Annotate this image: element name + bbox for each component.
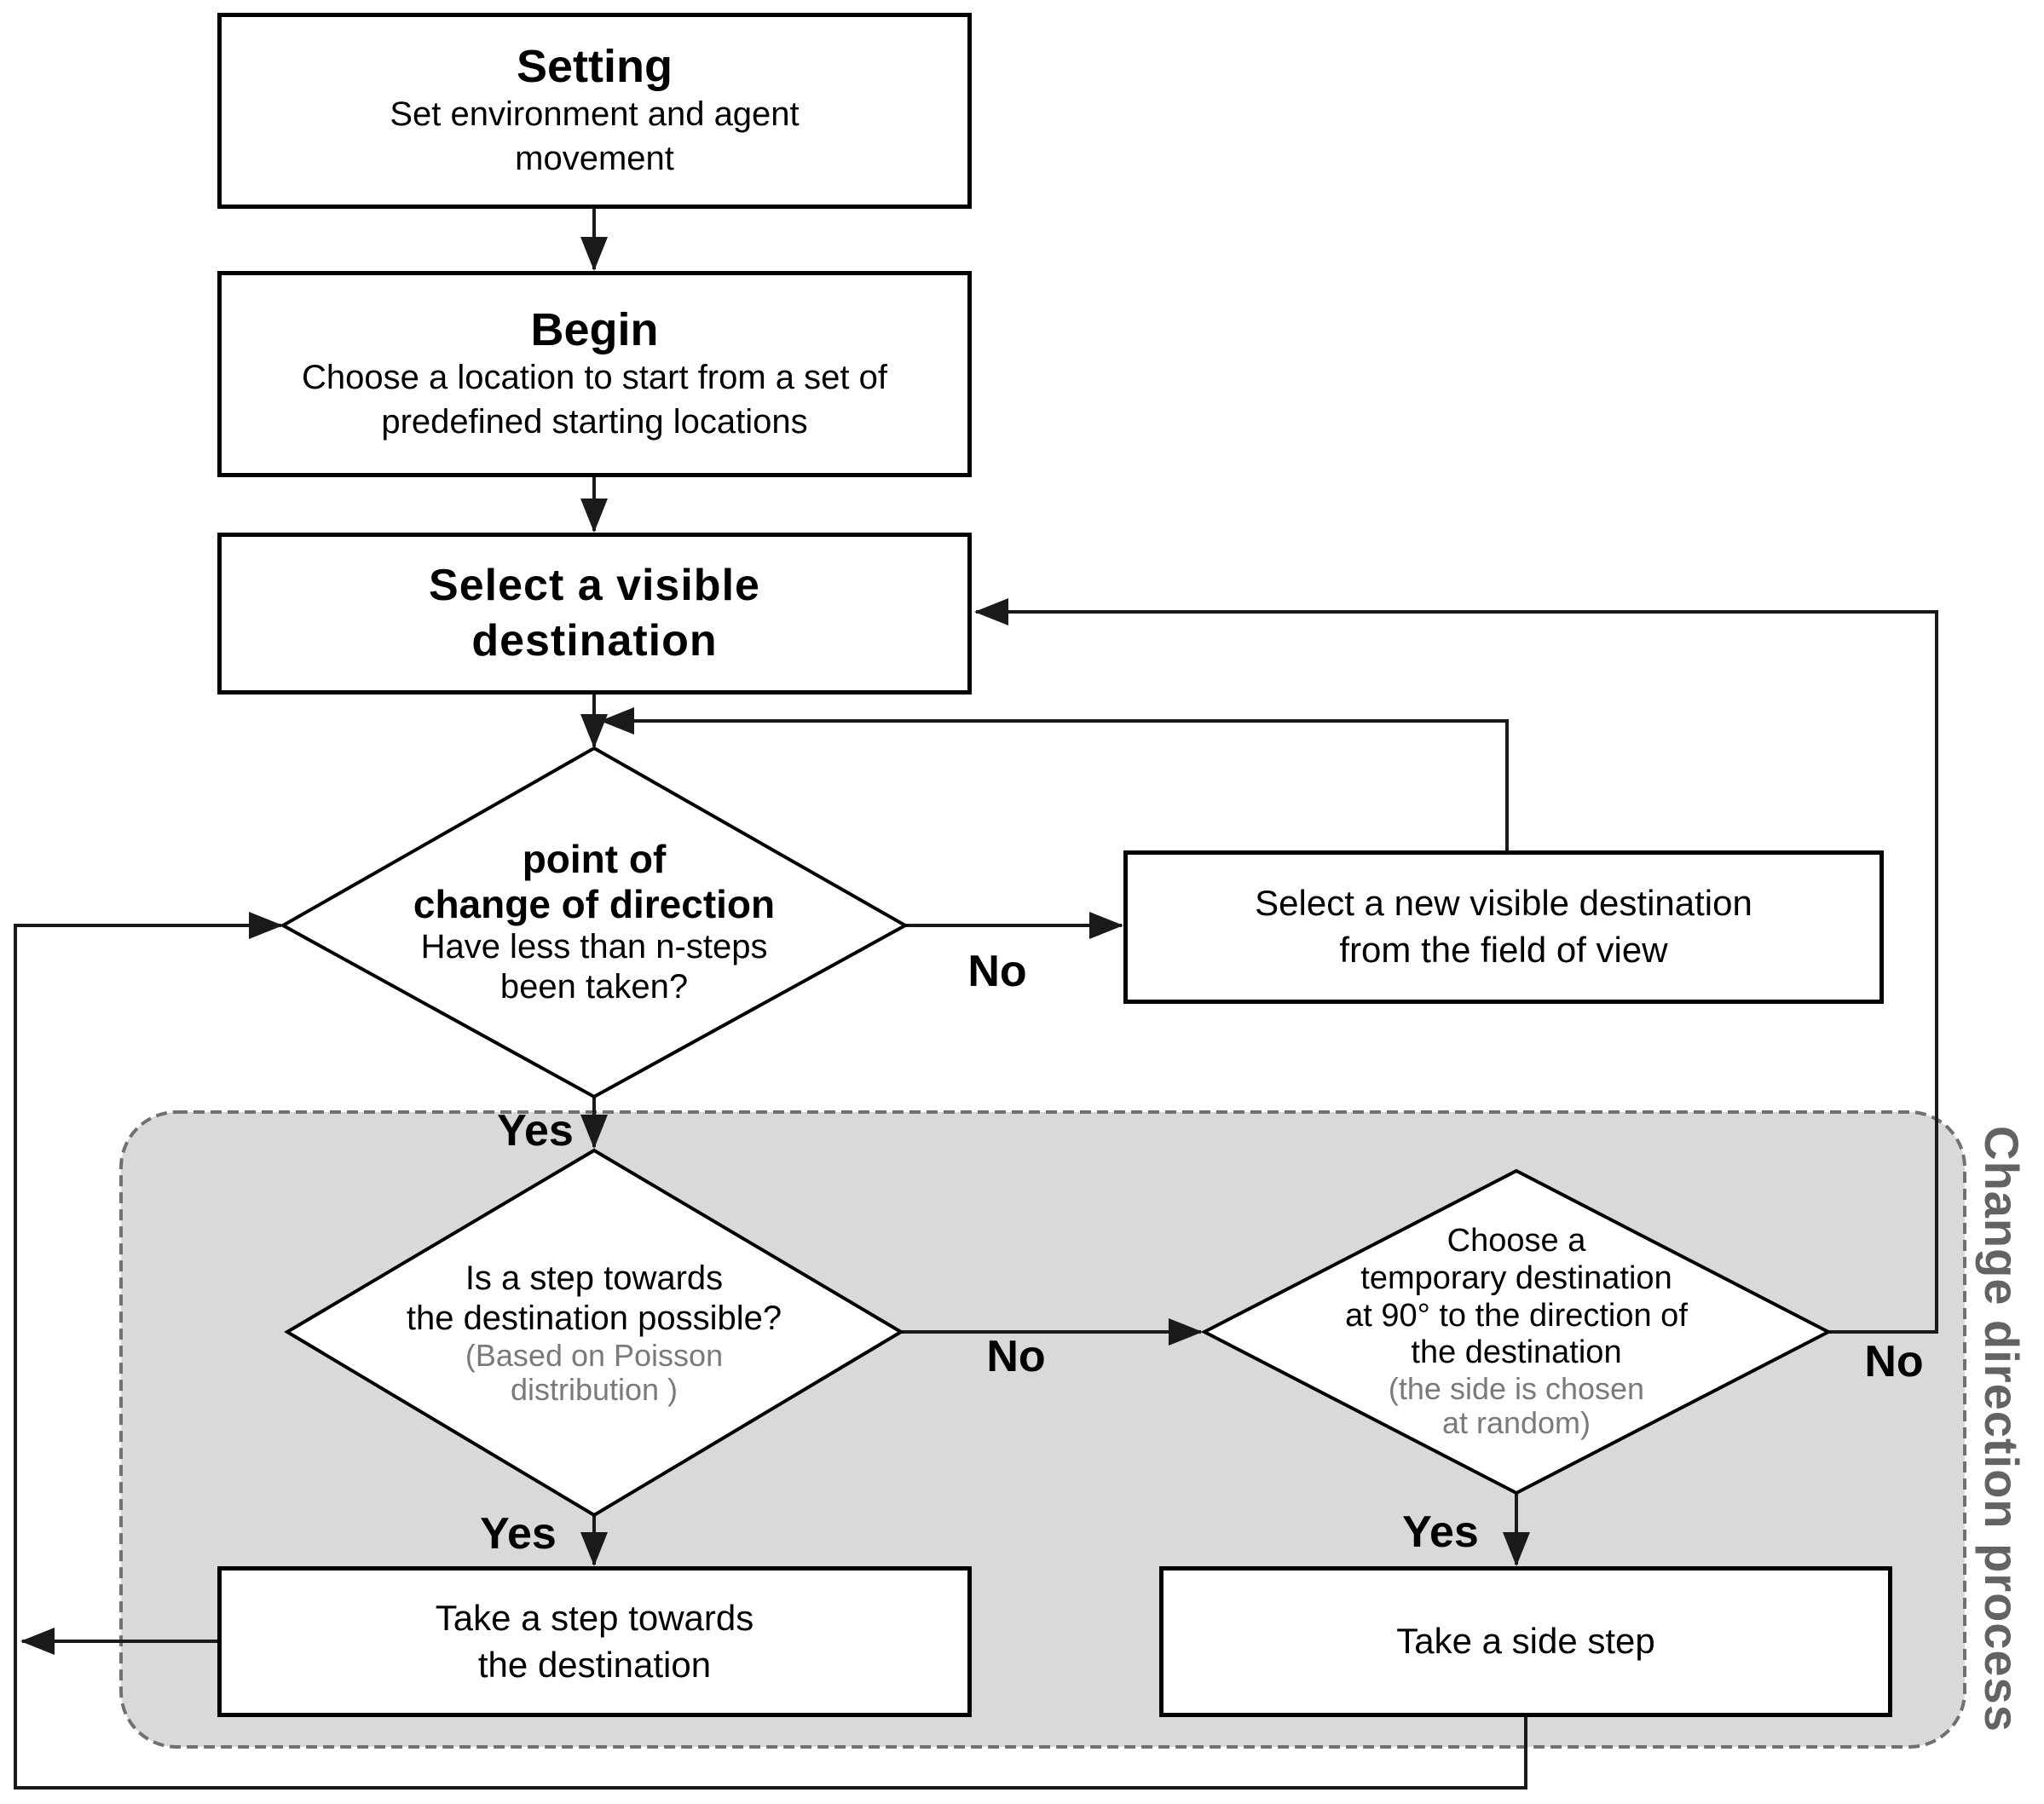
- node-take-side-step: Take a side step: [1159, 1566, 1892, 1717]
- line-newdest-feedback-to-decision1: [600, 707, 1509, 850]
- node-setting-title: Setting: [517, 40, 673, 92]
- edge-label-no-point-of-change: No: [967, 947, 1027, 996]
- change-direction-group-label: Change direction process: [1975, 1126, 2029, 1732]
- node-begin: Begin Choose a location to start from a …: [217, 271, 972, 477]
- decision-diamond-point-of-change: [279, 746, 909, 1099]
- edge-label-yes-point-of-change: Yes: [497, 1106, 574, 1156]
- node-select-visible-destination: Select a visible destination: [217, 533, 972, 695]
- node-take-step: Take a step towards the destination: [217, 1566, 972, 1717]
- line-decision3-no-to-select: [974, 598, 1938, 1334]
- node-setting: Setting Set environment and agent moveme…: [217, 13, 972, 209]
- node-select-new-visible-destination: Select a new visible destination from th…: [1123, 850, 1884, 1004]
- line-sidestep-loop-to-decision1: [14, 912, 1527, 1790]
- edge-label-no-temporary-destination: No: [1864, 1337, 1924, 1386]
- node-begin-title: Begin: [530, 303, 659, 355]
- edge-label-yes-temporary-destination: Yes: [1402, 1507, 1479, 1557]
- edge-label-yes-step-possible: Yes: [480, 1509, 557, 1559]
- node-take-side-step-label: Take a side step: [1396, 1621, 1655, 1662]
- decision-diamond-temporary-destination: [1200, 1168, 1833, 1496]
- node-select-new-visible-destination-label: Select a new visible destination from th…: [1255, 883, 1752, 970]
- node-select-visible-destination-label: Select a visible destination: [429, 561, 760, 666]
- edge-label-no-step-possible: No: [986, 1332, 1046, 1381]
- decision-diamond-step-possible: [284, 1148, 904, 1518]
- node-setting-body: Set environment and agent movement: [390, 95, 800, 178]
- node-take-step-label: Take a step towards the destination: [435, 1597, 754, 1685]
- node-begin-body: Choose a location to start from a set of…: [301, 359, 887, 441]
